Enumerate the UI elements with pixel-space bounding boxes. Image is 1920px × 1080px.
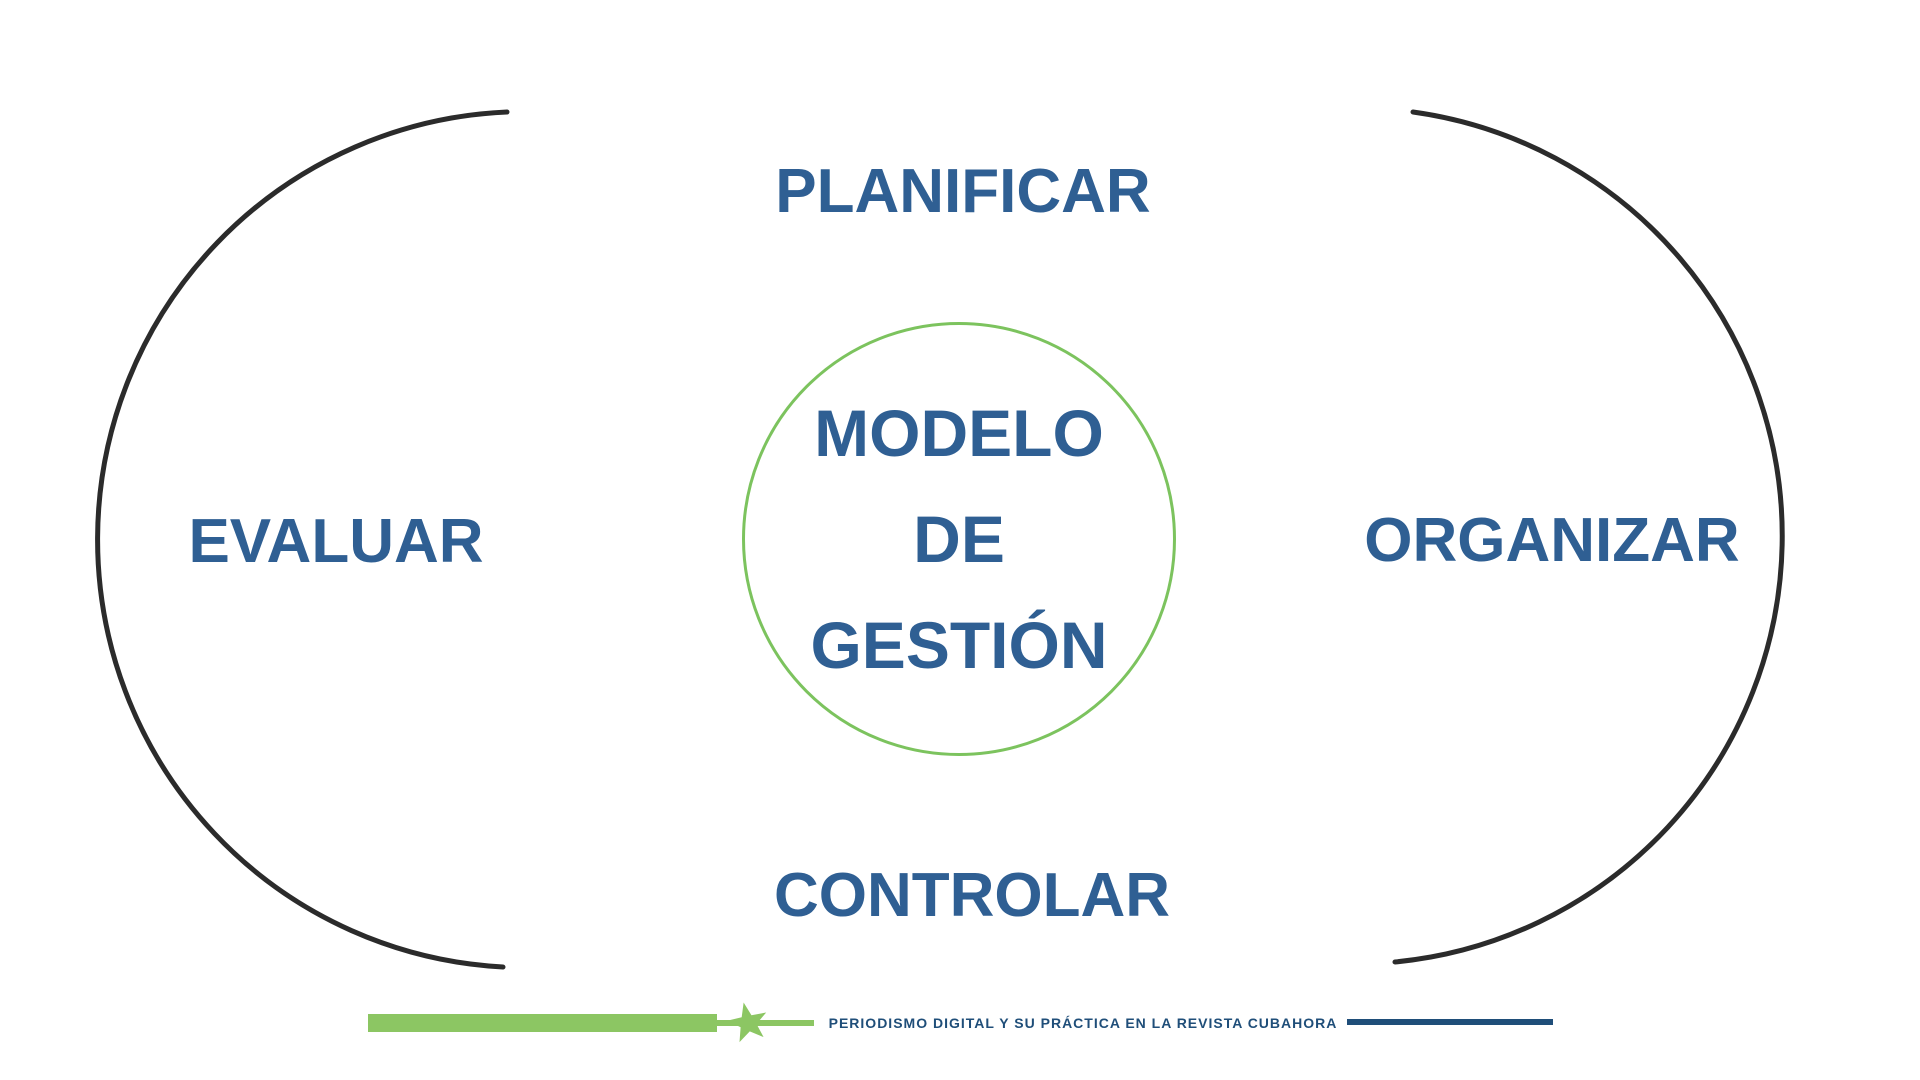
- right-arc: [1392, 109, 1785, 965]
- center-title-line-3: GESTIÓN: [810, 608, 1108, 682]
- center-title-line-2: DE: [913, 502, 1005, 576]
- footer-green-line: [714, 1020, 814, 1026]
- footer-blue-bar: [1347, 1019, 1553, 1025]
- star-icon: [727, 1002, 767, 1043]
- footer-caption: PERIODISMO DIGITAL Y SU PRÁCTICA EN LA R…: [828, 1015, 1338, 1031]
- label-organizar: ORGANIZAR: [1364, 505, 1740, 575]
- left-arc: [95, 109, 510, 970]
- label-controlar: CONTROLAR: [773, 860, 1171, 930]
- center-title-line-1: MODELO: [814, 396, 1104, 470]
- footer-green-bar: [368, 1014, 717, 1032]
- label-evaluar: EVALUAR: [188, 506, 484, 576]
- center-circle: MODELO DE GESTIÓN: [742, 322, 1176, 756]
- label-planificar: PLANIFICAR: [775, 156, 1151, 226]
